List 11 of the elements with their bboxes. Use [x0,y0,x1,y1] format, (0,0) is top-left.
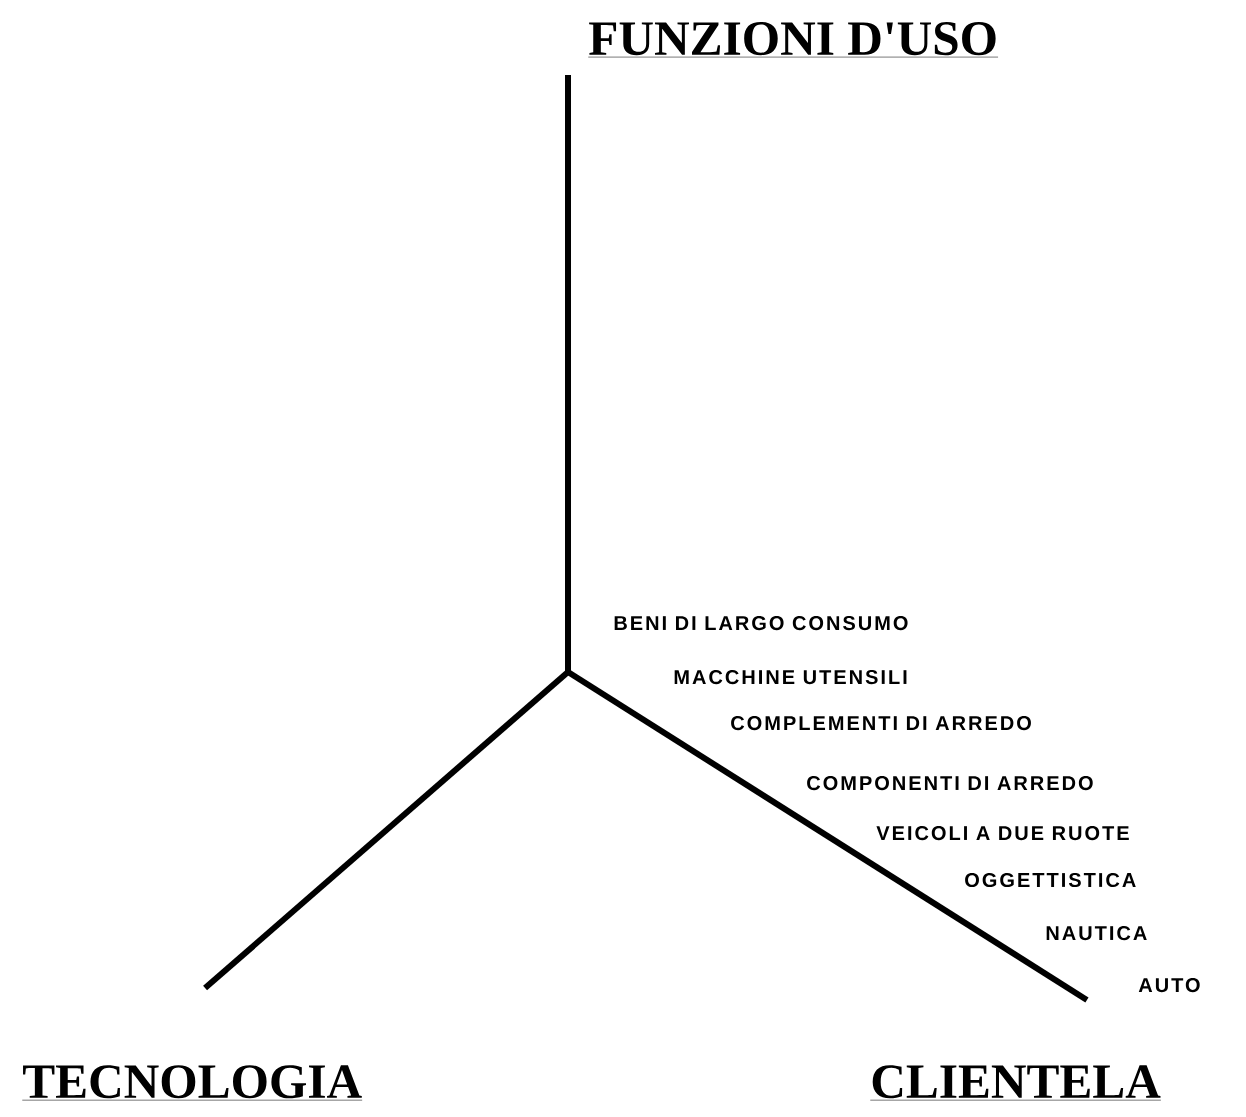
category-label: AUTO [1138,977,1200,993]
axis-title: TECNOLOGIA [22,1065,363,1101]
axis-title: CLIENTELA [870,1065,1162,1101]
category-label: NAUTICA [1046,925,1147,941]
category-label: BENI DI LARGO CONSUMO [614,615,908,631]
category-label: COMPONENTI DI ARREDO [807,775,1093,791]
category-label: MACCHINE UTENSILI [674,669,907,685]
category-label: COMPLEMENTI DI ARREDO [731,715,1031,731]
category-label: VEICOLI A DUE RUOTE [876,825,1129,841]
axis-title: FUNZIONI D'USO [588,22,999,58]
category-label: OGGETTISTICA [965,872,1136,888]
